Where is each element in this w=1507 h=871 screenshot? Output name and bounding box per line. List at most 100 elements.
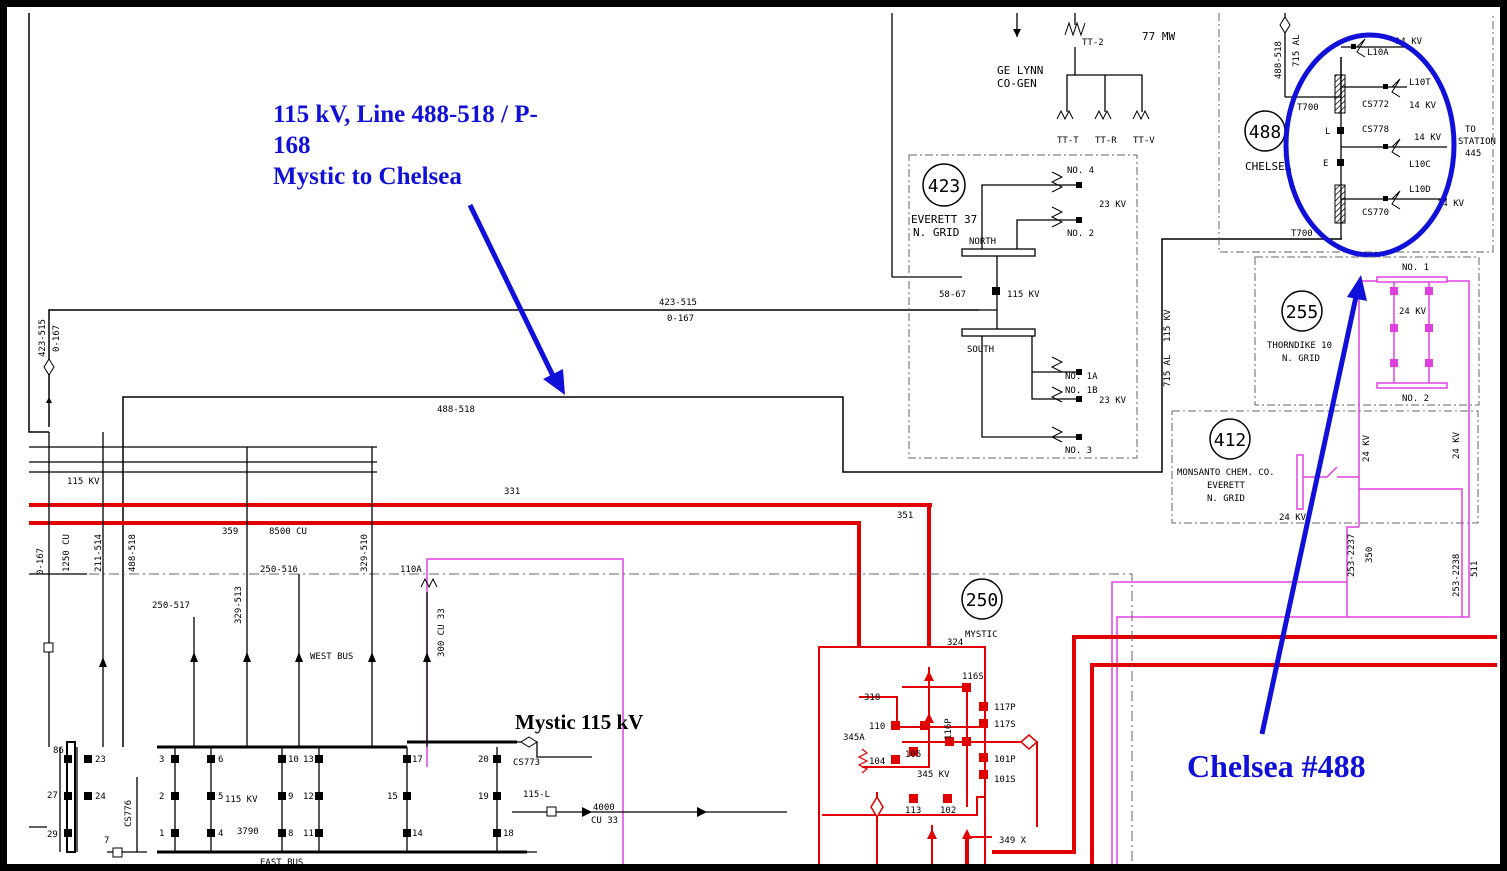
label-co-gen: CO-GEN: [997, 77, 1037, 90]
label-113: 113: [905, 806, 921, 816]
generator-icon: [1094, 109, 1112, 121]
station-488-line-b: 715 AL: [1292, 34, 1302, 67]
label-1250-cu: 1250 CU: [62, 534, 72, 572]
label-4000: 4000: [593, 803, 615, 813]
station-423-kv23a: 23 KV: [1099, 200, 1127, 210]
black-line-488-518: [122, 238, 1342, 747]
station-488-station: STATION: [1458, 137, 1496, 147]
label-3: 3: [159, 755, 164, 765]
breaker-e-icon: [1337, 159, 1344, 166]
station-423-boundary: [908, 154, 1138, 459]
station-255-number: 255: [1286, 302, 1319, 323]
label-715-al: 715 AL: [1163, 354, 1173, 387]
label-24: 24: [95, 792, 106, 802]
station-488-kv14d: 14 KV: [1437, 199, 1465, 209]
black-line-423-515: [28, 13, 979, 433]
label-29: 29: [47, 830, 58, 840]
station-255-kv: 24 KV: [1399, 307, 1427, 317]
chelsea-small-breakers: [1351, 44, 1388, 201]
label-423-515: 423-515: [659, 298, 697, 308]
station-488-stn-num: 445: [1465, 149, 1481, 159]
label-27: 27: [47, 791, 58, 801]
label-tt-2: TT-2: [1082, 38, 1104, 48]
single-line-diagram: 423-515 0-167 488-518 423-515 0-167 TT-2…: [28, 13, 1497, 868]
transformer-icons: [1050, 171, 1064, 443]
chelsea-highlight-ellipse: [1283, 32, 1457, 258]
station-255-no1: NO. 1: [1402, 263, 1429, 273]
label-300-cu: 300 CU 33: [437, 608, 447, 657]
label-1: 1: [159, 829, 164, 839]
label-10: 10: [288, 755, 299, 765]
label-4000-cu: CU 33: [591, 816, 618, 826]
label-0-167-low: 0-167: [36, 548, 46, 575]
callout-mystic-bus: Mystic 115 kV: [515, 710, 644, 734]
station-488-kv14b: 14 KV: [1409, 101, 1437, 111]
label-488-518-vertical: 488-518: [128, 534, 138, 572]
label-tt-t: TT-T: [1057, 136, 1079, 146]
label-349x: 349 X: [999, 836, 1027, 846]
mystic-115kv-breakers: [64, 755, 501, 837]
station-423-no1a: NO. 1A: [1065, 372, 1098, 382]
arrow-down-icon: [1013, 29, 1021, 37]
label-3790: 3790: [237, 827, 259, 837]
reactor-icon: [1334, 74, 1346, 114]
callout-arrow-line: [467, 203, 558, 382]
label-351: 351: [897, 511, 913, 521]
station-255-name: THORNDIKE 10: [1267, 341, 1332, 351]
transformer-icon: [420, 577, 438, 589]
label-488-518: 488-518: [437, 405, 475, 415]
station-412-boundary: [1171, 410, 1479, 524]
label-115-kv-vertical: 115 KV: [1163, 309, 1173, 342]
label-211-514: 211-514: [94, 534, 104, 572]
station-423-kv: 115 KV: [1007, 290, 1040, 300]
red-switch-diamond-icon: [1019, 734, 1039, 750]
station-250-badge: [961, 578, 1003, 620]
label-253-2238: 253-2238: [1452, 554, 1462, 597]
label-511: 511: [1470, 561, 1480, 577]
station-423-owner: N. GRID: [913, 226, 959, 239]
switch-box-icon: [43, 642, 54, 653]
generator-icon: [1064, 21, 1086, 37]
station-423-no2: NO. 2: [1067, 229, 1094, 239]
station-423-no3: NO. 3: [1065, 446, 1092, 456]
station-488-t700-b: T700: [1291, 229, 1313, 239]
label-bus-115-kv: 115 KV: [225, 795, 258, 805]
red-breakers: [891, 683, 988, 803]
label-105: 105: [905, 750, 921, 760]
station-423-north: NORTH: [969, 237, 996, 247]
station-488-to: TO: [1465, 125, 1476, 135]
label-5: 5: [218, 792, 223, 802]
label-350: 350: [1365, 547, 1375, 563]
station-412-city: EVERETT: [1207, 481, 1246, 491]
station-488-cs770: CS770: [1362, 208, 1389, 218]
red-arrow-icons: [924, 671, 972, 839]
station-412-wiring: [1296, 454, 1463, 617]
label-15: 15: [387, 792, 398, 802]
label-east-bus: EAST BUS: [260, 858, 303, 868]
label-8: 8: [288, 829, 293, 839]
station-488-l: L: [1325, 127, 1330, 137]
label-116p: 116P: [944, 718, 954, 740]
breaker-l-icon: [1337, 127, 1344, 134]
ge-lynn-cogen: [891, 13, 1143, 278]
station-255-bus: [1116, 276, 1470, 864]
station-488-number: 488: [1249, 122, 1282, 143]
station-250-boundary: [29, 573, 1133, 864]
feeder-breakers: [1076, 182, 1082, 440]
label-6: 6: [218, 755, 223, 765]
label-4: 4: [218, 829, 223, 839]
label-19: 19: [478, 792, 489, 802]
station-255-boundary: [1254, 256, 1480, 406]
label-2: 2: [159, 792, 164, 802]
mystic-115kv-arrows: [99, 652, 707, 817]
station-488-l10a: L10A: [1367, 48, 1389, 58]
label-115-l: 115-L: [523, 790, 550, 800]
station-255-breakers: [1390, 287, 1433, 367]
station-423-number: 423: [928, 176, 961, 197]
red-345kv-lines: [29, 503, 1497, 864]
label-103: 116S: [962, 672, 984, 682]
callout-line-title-1: 115 kV, Line 488-518 / P-: [273, 101, 538, 128]
label-24-kv-a: 24 KV: [1362, 434, 1372, 462]
callout-arrow-head-icon: [543, 369, 565, 395]
station-250-name: MYSTIC: [965, 630, 998, 640]
